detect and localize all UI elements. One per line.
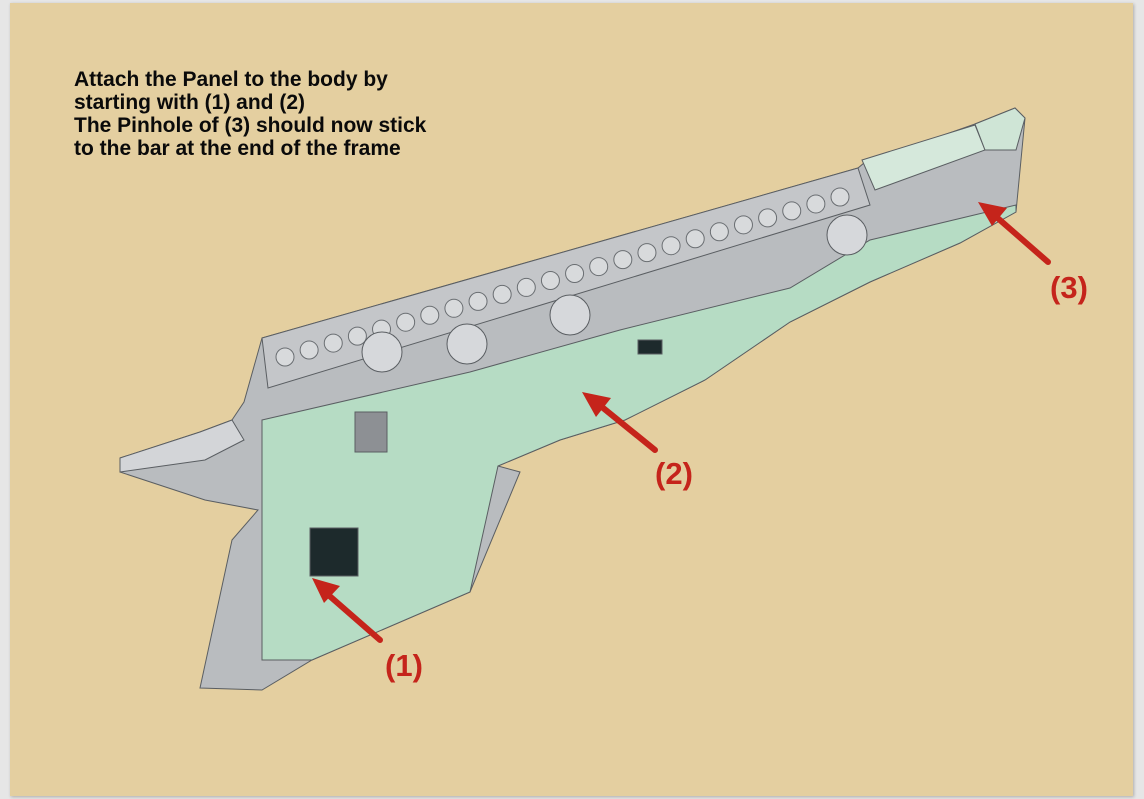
rail-hole (733, 215, 753, 235)
callout-1: (1) (385, 648, 423, 683)
instruction-line: to the bar at the end of the frame (74, 137, 401, 160)
rail-holes (275, 187, 850, 367)
grille (354, 411, 388, 453)
dark-brick (309, 527, 359, 577)
rail-hole (709, 222, 729, 242)
instruction-line: The Pinhole of (3) should now stick (74, 114, 427, 137)
rail-hole (444, 298, 464, 318)
rail-hole (613, 250, 633, 270)
arrow-1 (322, 589, 383, 643)
rail-hole (661, 236, 681, 256)
arrow-2 (594, 400, 658, 453)
rail-hole (540, 270, 560, 290)
gear-wheel (826, 214, 868, 256)
gear-wheel (549, 294, 591, 336)
rear-top (974, 107, 1026, 151)
gear-wheels (361, 214, 868, 373)
stock-top (119, 419, 245, 473)
gear-wheel (361, 331, 403, 373)
callout-3: (3) (1050, 270, 1088, 305)
rail-hole (468, 291, 488, 311)
callout-2: (2) (655, 456, 693, 491)
rail-hole (323, 333, 343, 353)
rail-hole (758, 208, 778, 228)
rail-hole (830, 187, 850, 207)
rail-hole (782, 201, 802, 221)
instruction-text: Attach the Panel to the body by starting… (74, 68, 426, 160)
gun-body (119, 107, 1026, 691)
rail-hole (275, 347, 295, 367)
arrow-3 (990, 211, 1051, 265)
rail-hole (299, 340, 319, 360)
rail-hole (637, 243, 657, 263)
arrowhead-2 (582, 392, 611, 417)
instruction-line: Attach the Panel to the body by (74, 68, 388, 91)
arrowhead-1 (312, 578, 340, 603)
rail-hole (492, 284, 512, 304)
rail-hole (347, 326, 367, 346)
rail-hole (806, 194, 826, 214)
arrows (312, 202, 1051, 643)
dark-brick (637, 339, 663, 355)
rail-hole (420, 305, 440, 325)
instruction-line: starting with (1) and (2) (74, 91, 305, 114)
rail-hole (565, 264, 585, 284)
rail-hole (685, 229, 705, 249)
rail-hole (516, 277, 536, 297)
arrowhead-3 (978, 202, 1007, 226)
rail-hole (589, 257, 609, 277)
gear-wheel (446, 323, 488, 365)
rail-hole (396, 312, 416, 332)
green-panel (261, 204, 1017, 661)
